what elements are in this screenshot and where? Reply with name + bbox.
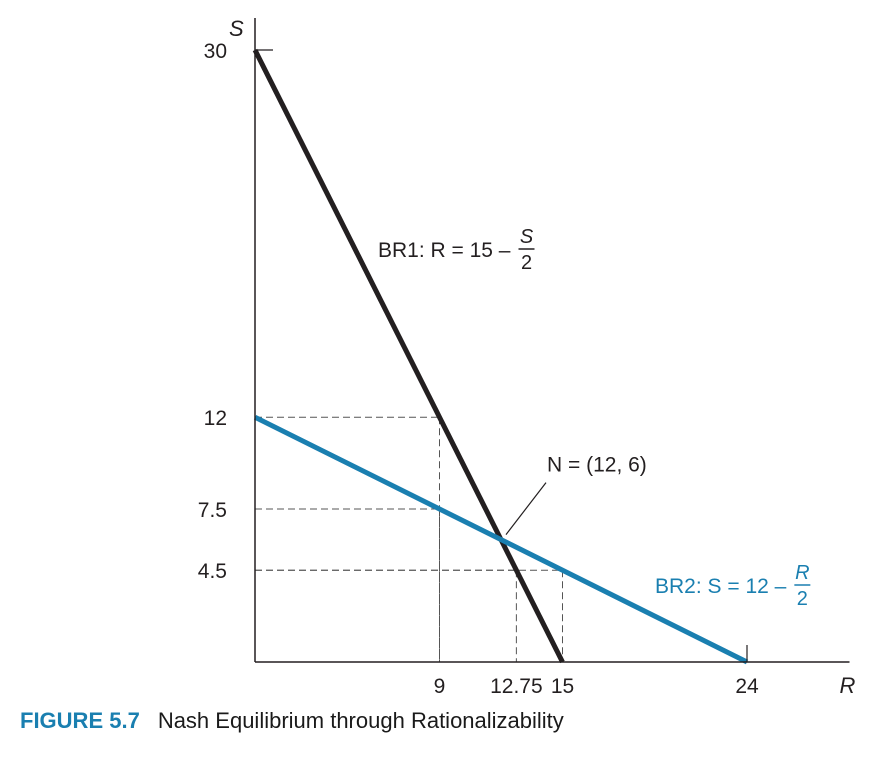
figure-number: FIGURE 5.7	[20, 708, 140, 733]
x-axis-label: R	[840, 673, 856, 698]
series-label-br2: BR2: S = 12 –	[655, 575, 787, 598]
figure-caption: FIGURE 5.7 Nash Equilibrium through Ratio…	[20, 708, 564, 734]
y-tick-label-4.5: 4.5	[198, 560, 227, 583]
annotations: N = (12, 6)	[505, 454, 647, 535]
series-label-br1-numerator: S	[520, 226, 534, 248]
annotation-label-0: N = (12, 6)	[547, 454, 647, 477]
y-axis-label: S	[229, 16, 244, 41]
x-tick-label-12.75: 12.75	[490, 675, 543, 698]
tick-labels: S R 9 12.75 15 24 30 12 7.5 4.5	[198, 16, 856, 698]
annotation-leader-0	[505, 482, 547, 535]
y-tick-label-12: 12	[204, 407, 227, 430]
series-label-br1-denominator: 2	[521, 252, 532, 274]
x-tick-label-24: 24	[735, 675, 759, 698]
guide-lines	[255, 416, 563, 662]
series-line-br1	[252, 48, 565, 664]
series-label-br1: BR1: R = 15 –	[378, 239, 511, 262]
series-label-br2-numerator: R	[795, 562, 809, 584]
x-tick-label-9: 9	[434, 675, 446, 698]
axes	[254, 18, 850, 663]
figure-title: Nash Equilibrium through Rationalizabili…	[157, 708, 564, 733]
y-tick-label-7.5: 7.5	[198, 499, 227, 522]
y-tick-label-30: 30	[204, 40, 227, 63]
series-line-br2	[253, 414, 749, 665]
x-tick-label-15: 15	[551, 675, 574, 698]
series-lines	[252, 48, 749, 665]
series-label-br2-denominator: 2	[797, 588, 808, 610]
